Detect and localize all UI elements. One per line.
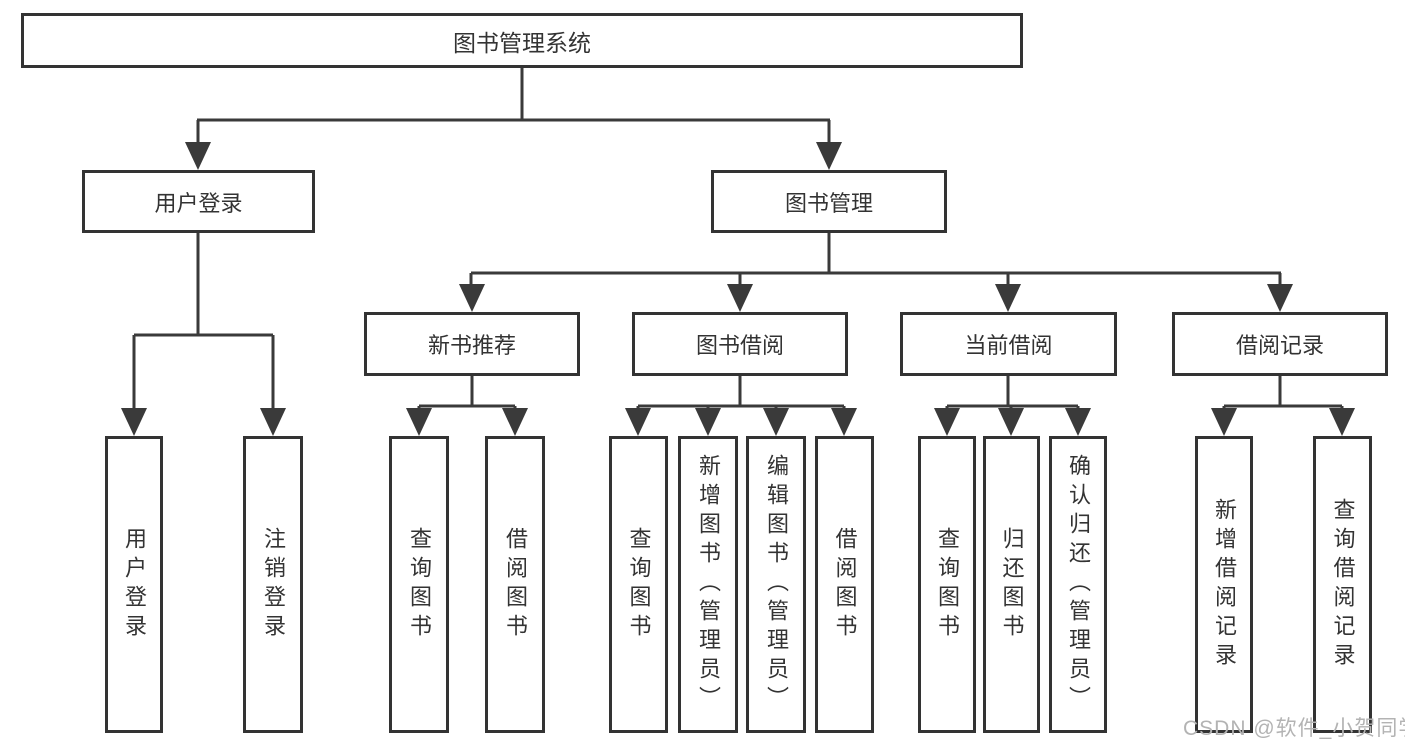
leaf-logout: 注销登录: [243, 436, 303, 733]
leaf-label: 借阅图书: [832, 526, 858, 643]
node-current-borrowing: 当前借阅: [900, 312, 1117, 376]
leaf-query-books-borrow: 查询图书: [609, 436, 668, 733]
node-new-book-recommendation: 新书推荐: [364, 312, 580, 376]
arrowhead: [625, 408, 651, 436]
node-label: 图书管理: [784, 190, 873, 216]
leaf-label: 编辑图书（管理员）: [764, 454, 789, 715]
leaf-confirm-return-admin: 确认归还（管理员）: [1049, 436, 1107, 733]
leaf-label: 查询图书: [626, 526, 652, 643]
arrowhead: [459, 284, 485, 312]
leaf-label: 新增借阅记录: [1212, 497, 1237, 672]
leaf-user-login: 用户登录: [105, 436, 163, 733]
arrowhead: [1065, 408, 1091, 436]
node-borrowing-records: 借阅记录: [1172, 312, 1388, 376]
leaf-query-books-current: 查询图书: [918, 436, 976, 733]
root-node-label: 图书管理系统: [453, 29, 591, 56]
node-book-management: 图书管理: [711, 170, 947, 233]
leaf-edit-books-admin: 编辑图书（管理员）: [746, 436, 806, 733]
arrowhead: [502, 408, 528, 436]
node-label: 新书推荐: [427, 333, 516, 358]
node-book-borrowing: 图书借阅: [632, 312, 848, 376]
leaf-label: 确认归还（管理员）: [1066, 454, 1091, 715]
leaf-label: 查询图书: [935, 526, 960, 643]
arrowhead: [727, 284, 753, 312]
arrowhead: [260, 408, 286, 436]
leaf-label: 用户登录: [122, 526, 147, 643]
node-label: 当前借阅: [964, 333, 1053, 358]
arrowhead: [934, 408, 960, 436]
arrowhead: [995, 284, 1021, 312]
arrowhead: [816, 142, 842, 170]
arrowhead: [831, 408, 857, 436]
leaf-label: 归还图书: [999, 526, 1025, 643]
leaf-return-books: 归还图书: [983, 436, 1040, 733]
leaf-label: 查询图书: [407, 526, 432, 643]
leaf-label: 借阅图书: [503, 526, 528, 643]
leaf-label: 新增图书（管理员）: [696, 454, 721, 715]
node-label: 借阅记录: [1235, 333, 1324, 358]
leaf-add-books-admin: 新增图书（管理员）: [678, 436, 738, 733]
watermark: CSDN @软件_小贺同学: [1183, 717, 1405, 740]
leaf-add-borrow-record: 新增借阅记录: [1195, 436, 1253, 733]
leaf-query-books-recommend: 查询图书: [389, 436, 449, 733]
root-node-library-management-system: 图书管理系统: [21, 13, 1023, 68]
arrowhead: [406, 408, 432, 436]
arrowhead: [1267, 284, 1293, 312]
node-label: 图书借阅: [695, 333, 784, 358]
leaf-borrow-books-recommend: 借阅图书: [485, 436, 545, 733]
node-label: 用户登录: [154, 190, 243, 216]
arrowhead: [998, 408, 1024, 436]
node-user-login: 用户登录: [82, 170, 315, 233]
arrowhead: [185, 142, 211, 170]
leaf-borrow-books: 借阅图书: [815, 436, 874, 733]
leaf-label: 注销登录: [261, 526, 286, 643]
arrowhead: [763, 408, 789, 436]
arrowhead: [121, 408, 147, 436]
arrowhead: [1211, 408, 1237, 436]
leaf-label: 查询借阅记录: [1330, 497, 1356, 672]
arrowhead: [695, 408, 721, 436]
arrowhead: [1329, 408, 1355, 436]
leaf-query-borrow-record: 查询借阅记录: [1313, 436, 1372, 733]
